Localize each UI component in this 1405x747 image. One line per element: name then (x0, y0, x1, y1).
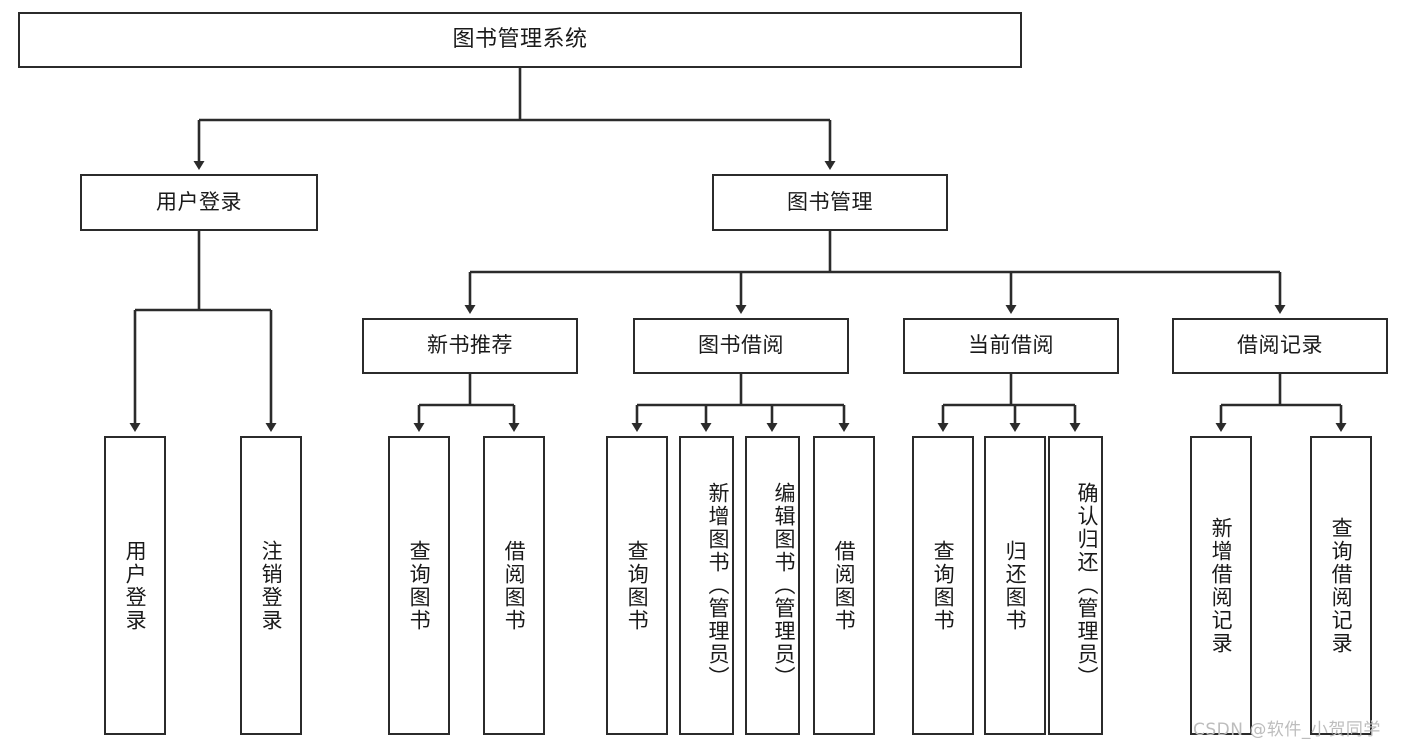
node-borrow-record-label: 借阅记录 (1237, 333, 1323, 358)
node-user-login[interactable]: 用户登录 (80, 174, 318, 231)
node-user-login-label: 用户登录 (156, 189, 242, 214)
node-book-borrow[interactable]: 图书借阅 (633, 318, 849, 374)
node-leaf-return-book-label: 归还图书 (1003, 539, 1028, 632)
node-leaf-add-record[interactable]: 新增借阅记录 (1190, 436, 1252, 735)
csdn-watermark: CSDN @软件_小贺同学 (1193, 720, 1381, 740)
node-leaf-add-book-label: 新增图书（管理员） (706, 482, 730, 689)
node-current-borrow-label: 当前借阅 (968, 333, 1054, 358)
node-leaf-add-record-label: 新增借阅记录 (1209, 516, 1234, 655)
node-leaf-user-logout-label: 注销登录 (259, 539, 284, 632)
node-leaf-user-login[interactable]: 用户登录 (104, 436, 166, 735)
node-leaf-user-login-label: 用户登录 (123, 539, 148, 632)
node-leaf-confirm-return[interactable]: 确认归还（管理员） (1048, 436, 1103, 735)
node-leaf-borrow-book-2[interactable]: 借阅图书 (813, 436, 875, 735)
node-borrow-record[interactable]: 借阅记录 (1172, 318, 1388, 374)
node-leaf-edit-book[interactable]: 编辑图书（管理员） (745, 436, 800, 735)
node-leaf-query-book-1[interactable]: 查询图书 (388, 436, 450, 735)
node-leaf-confirm-return-label: 确认归还（管理员） (1075, 482, 1099, 689)
node-leaf-query-book-1-label: 查询图书 (407, 539, 432, 632)
node-root-label: 图书管理系统 (452, 26, 588, 52)
node-book-borrow-label: 图书借阅 (698, 333, 784, 358)
node-leaf-query-book-2-label: 查询图书 (625, 539, 650, 632)
node-leaf-query-book-2[interactable]: 查询图书 (606, 436, 668, 735)
node-new-book-rec-label: 新书推荐 (427, 333, 513, 358)
node-leaf-return-book[interactable]: 归还图书 (984, 436, 1046, 735)
node-leaf-edit-book-label: 编辑图书（管理员） (772, 482, 796, 689)
node-leaf-borrow-book-2-label: 借阅图书 (832, 539, 857, 632)
node-book-manage-label: 图书管理 (787, 189, 873, 214)
node-leaf-query-record[interactable]: 查询借阅记录 (1310, 436, 1372, 735)
node-book-manage[interactable]: 图书管理 (712, 174, 948, 231)
node-leaf-query-book-3[interactable]: 查询图书 (912, 436, 974, 735)
node-root[interactable]: 图书管理系统 (18, 12, 1022, 68)
node-current-borrow[interactable]: 当前借阅 (903, 318, 1119, 374)
node-leaf-add-book[interactable]: 新增图书（管理员） (679, 436, 734, 735)
node-leaf-borrow-book-1[interactable]: 借阅图书 (483, 436, 545, 735)
node-new-book-rec[interactable]: 新书推荐 (362, 318, 578, 374)
node-leaf-query-book-3-label: 查询图书 (931, 539, 956, 632)
node-leaf-query-record-label: 查询借阅记录 (1329, 516, 1354, 655)
node-leaf-user-logout[interactable]: 注销登录 (240, 436, 302, 735)
node-leaf-borrow-book-1-label: 借阅图书 (502, 539, 527, 632)
